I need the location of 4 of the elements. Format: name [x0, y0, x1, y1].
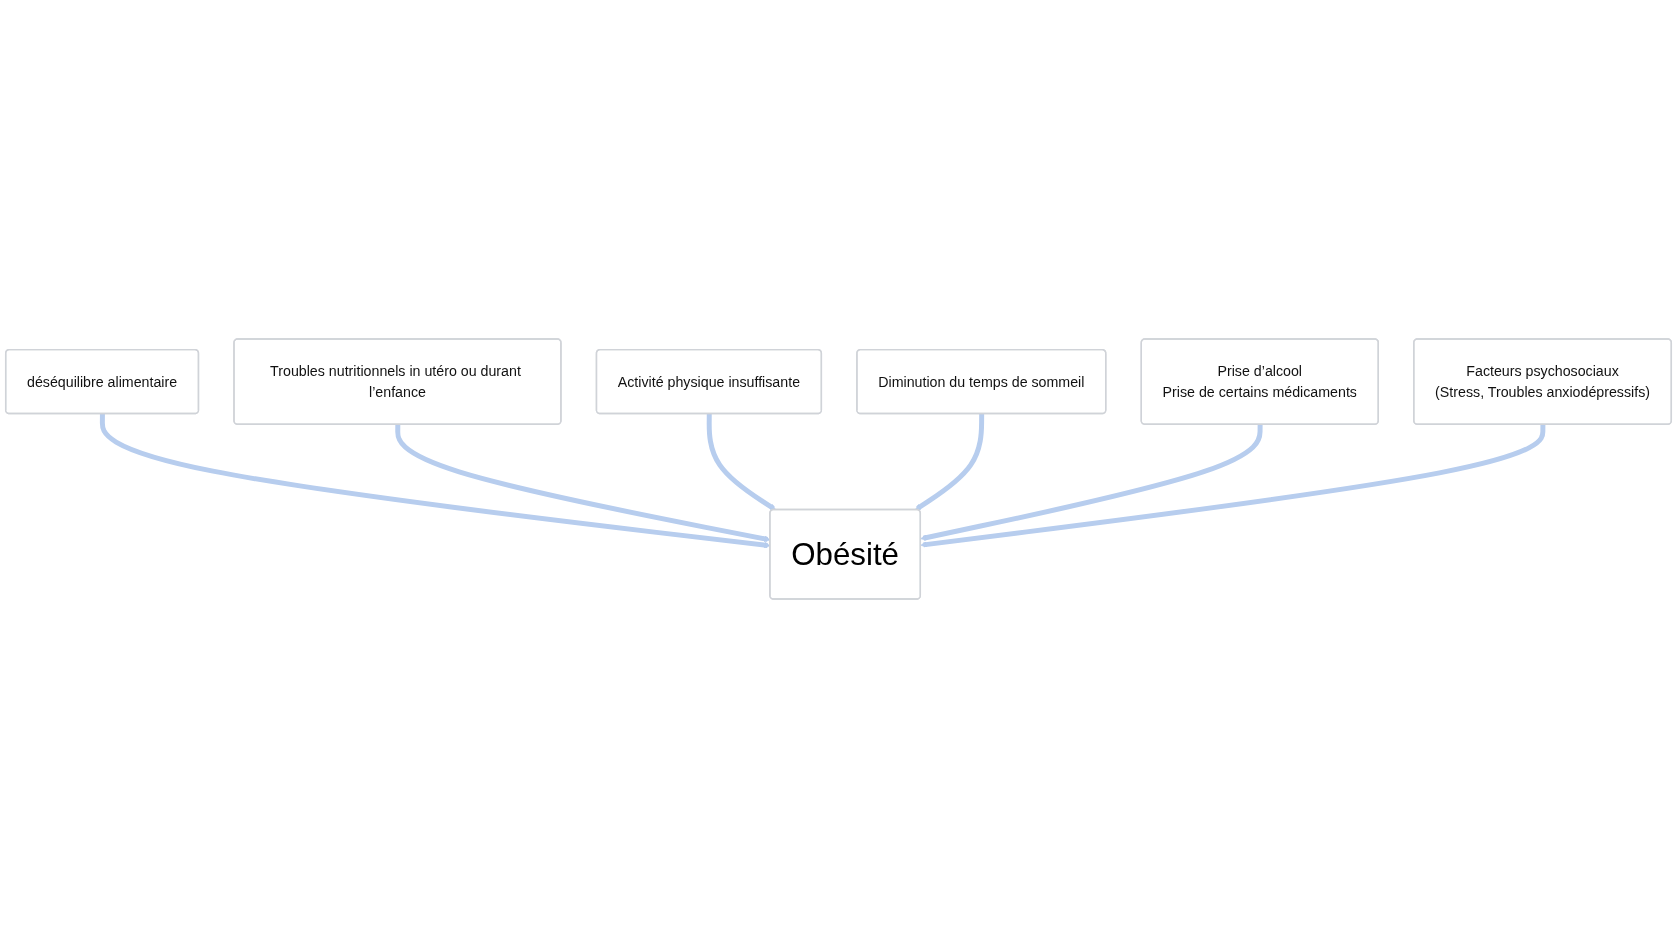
- arrow: [706, 413, 776, 510]
- arrow: [914, 413, 985, 510]
- arrow: [920, 424, 1263, 541]
- arrow: [920, 424, 1546, 548]
